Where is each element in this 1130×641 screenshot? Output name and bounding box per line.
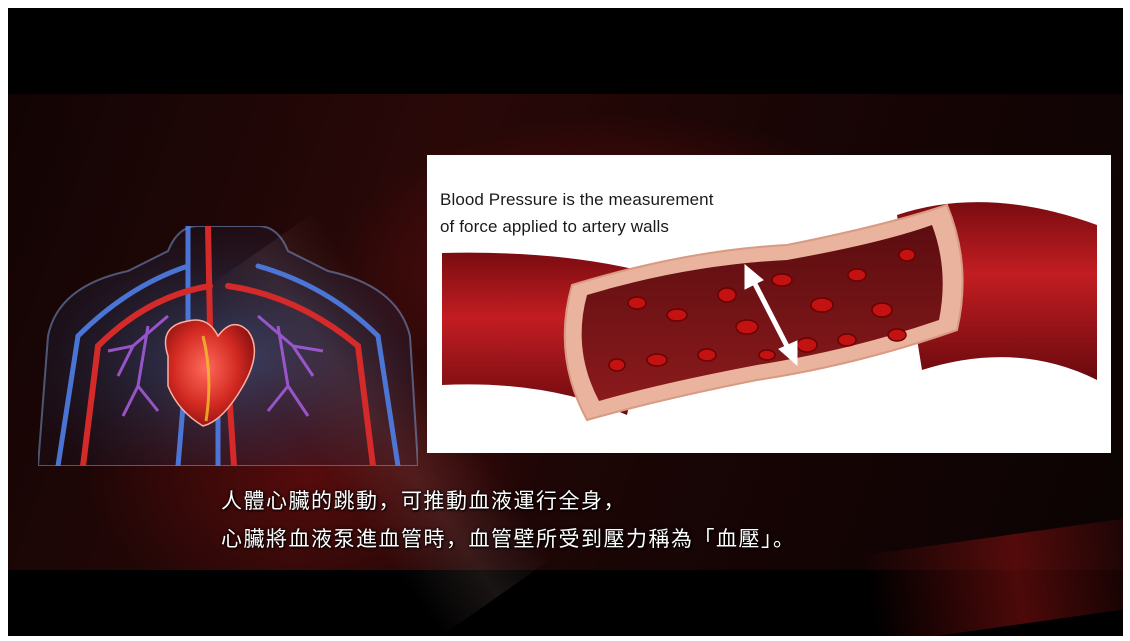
subtitle-line-2: 心臟將血液泵進血管時，血管壁所受到壓力稱為「血壓」。 bbox=[221, 523, 796, 553]
diagram-caption-line-1: Blood Pressure is the measurement bbox=[440, 190, 714, 210]
artery-diagram-panel: Blood Pressure is the measurement of for… bbox=[427, 155, 1111, 453]
heart-illustration bbox=[38, 226, 418, 466]
red-streak bbox=[863, 514, 1123, 636]
diagram-caption-line-2: of force applied to artery walls bbox=[440, 217, 669, 237]
subtitle-line-1: 人體心臟的跳動，可推動血液運行全身， bbox=[221, 485, 626, 515]
video-frame: Blood Pressure is the measurement of for… bbox=[8, 8, 1123, 636]
